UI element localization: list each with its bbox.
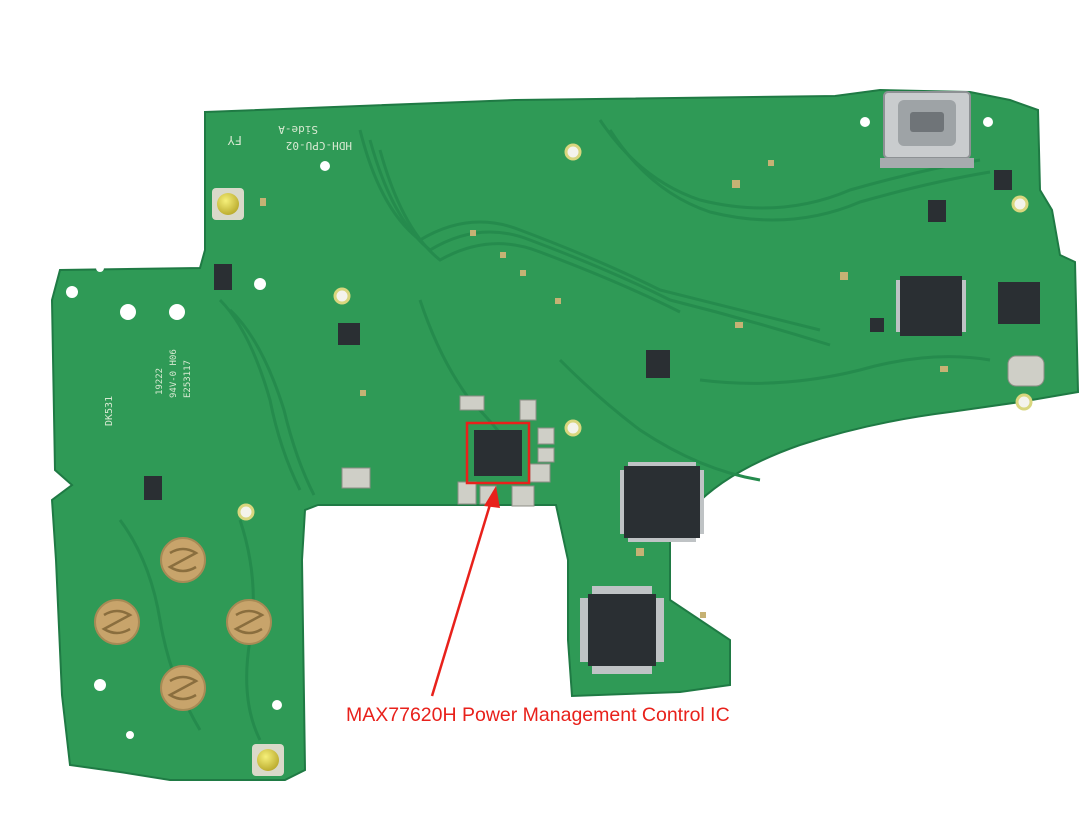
chip-pins (580, 280, 966, 674)
traces (118, 119, 991, 741)
annotation-label: MAX77620H Power Management Control IC (346, 704, 730, 726)
usb-c-connector (880, 91, 974, 168)
rating-text: 94V-0 H06 (169, 349, 179, 398)
annotation-arrow-shaft (430, 497, 494, 697)
board-model-text: HDH-CPU-02 (286, 139, 352, 152)
small-pads (260, 160, 948, 618)
ic-chips (144, 170, 1040, 666)
passive-components (341, 355, 1045, 507)
tact-switches (212, 188, 284, 776)
mark-text: 19222 (155, 368, 165, 395)
highlight-box (465, 421, 531, 485)
logo-text: FY (227, 133, 242, 147)
mounting-holes (237, 143, 1033, 521)
silkscreen: HDH-CPU-02 Side-A FY DK531 19222 94V-0 H… (104, 123, 352, 426)
cert-text: E253117 (183, 360, 193, 398)
plain-holes (66, 117, 993, 739)
pad-patterns (101, 547, 265, 701)
pcb-outline (50, 88, 1079, 781)
annotation-arrow-head (484, 486, 500, 508)
board-side-text: Side-A (278, 123, 318, 136)
code-text: DK531 (104, 396, 115, 426)
